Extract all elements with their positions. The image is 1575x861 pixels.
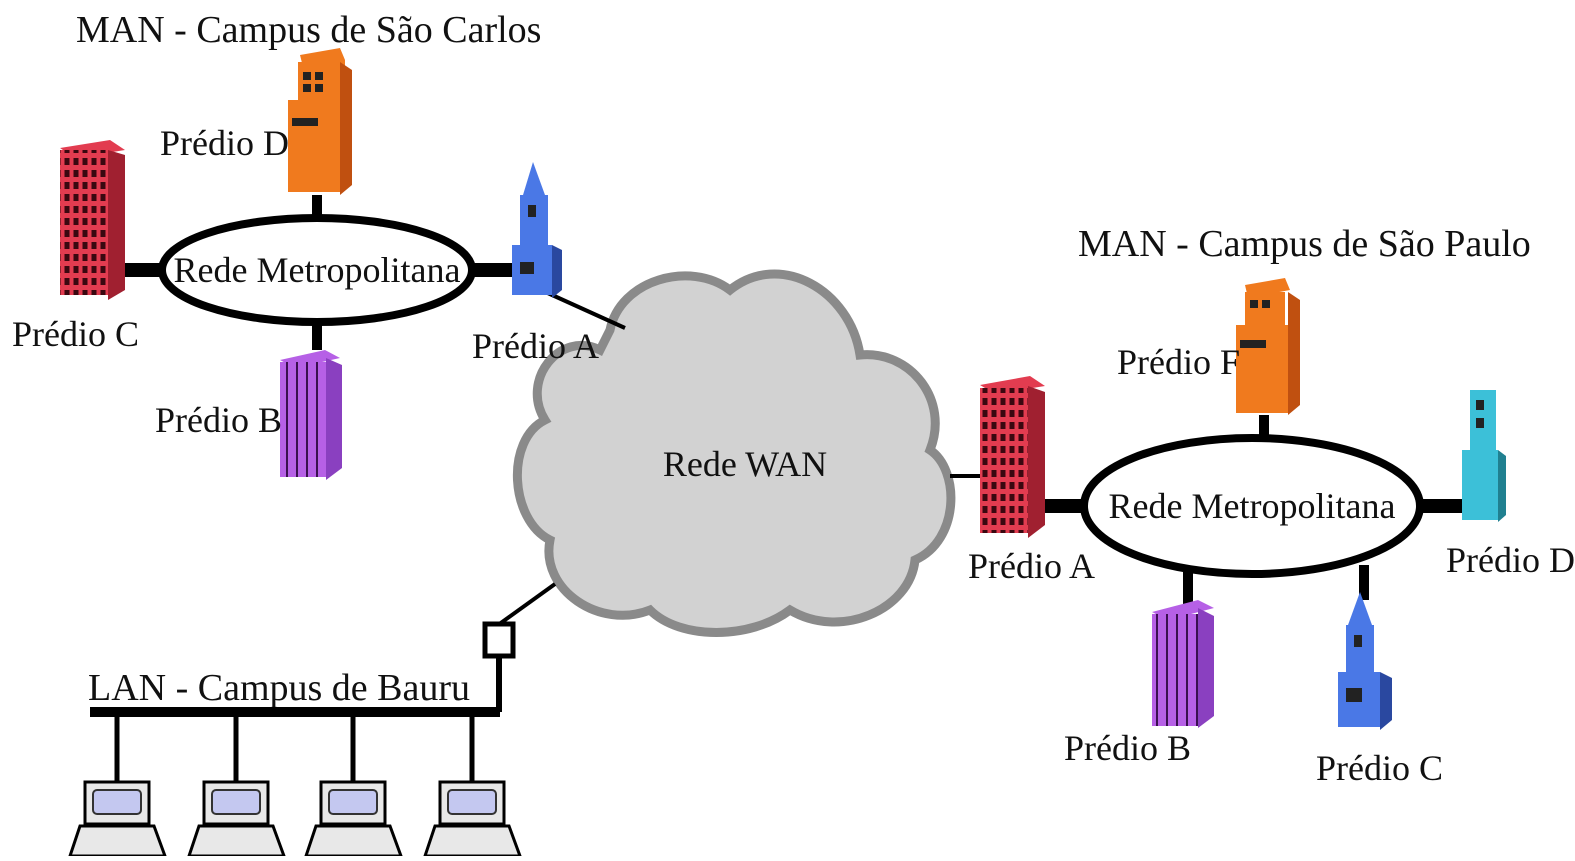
man-sao-carlos: MAN - Campus de São Carlos Rede Metropol… [12,9,626,480]
man-sao-paulo-title: MAN - Campus de São Paulo [1078,223,1531,265]
building-d-label: Prédio D [160,123,289,163]
building-a-label: Prédio A [968,546,1095,586]
ring-label: Rede Metropolitana [1109,486,1396,526]
man-sao-paulo: MAN - Campus de São Paulo Rede Metropoli… [950,223,1575,788]
lan-bauru: LAN - Campus de Bauru [67,582,557,858]
building-c-icon [60,140,125,300]
ring-sao-paulo [1080,434,1424,578]
computer-icon [67,780,168,858]
building-c-label: Prédio C [1316,748,1443,788]
building-d-label: Prédio D [1446,540,1575,580]
computer-icon [303,780,404,858]
ring-label: Rede Metropolitana [174,250,461,290]
building-a-icon [980,376,1045,538]
ring-sao-carlos [158,214,476,326]
lan-bauru-title: LAN - Campus de Bauru [88,667,470,709]
wan-label: Rede WAN [663,444,827,484]
router-icon [482,621,516,659]
building-a-icon [512,162,562,298]
building-b-icon [280,350,342,480]
building-c-label: Prédio C [12,314,139,354]
computer-icon [422,780,523,858]
building-f-label: Prédio F [1117,342,1240,382]
wan-cloud: Rede WAN [513,269,956,637]
building-d-icon [288,48,352,195]
building-b-icon [1152,600,1214,728]
building-b-label: Prédio B [1064,728,1191,768]
building-d-icon [1462,390,1506,522]
building-b-label: Prédio B [155,400,282,440]
building-c-icon [1338,592,1392,730]
computer-icon [186,780,287,858]
man-sao-carlos-title: MAN - Campus de São Carlos [76,9,541,51]
building-f-icon [1236,278,1300,415]
link-wan-bauru [496,582,557,627]
building-a-label: Prédio A [472,326,599,366]
